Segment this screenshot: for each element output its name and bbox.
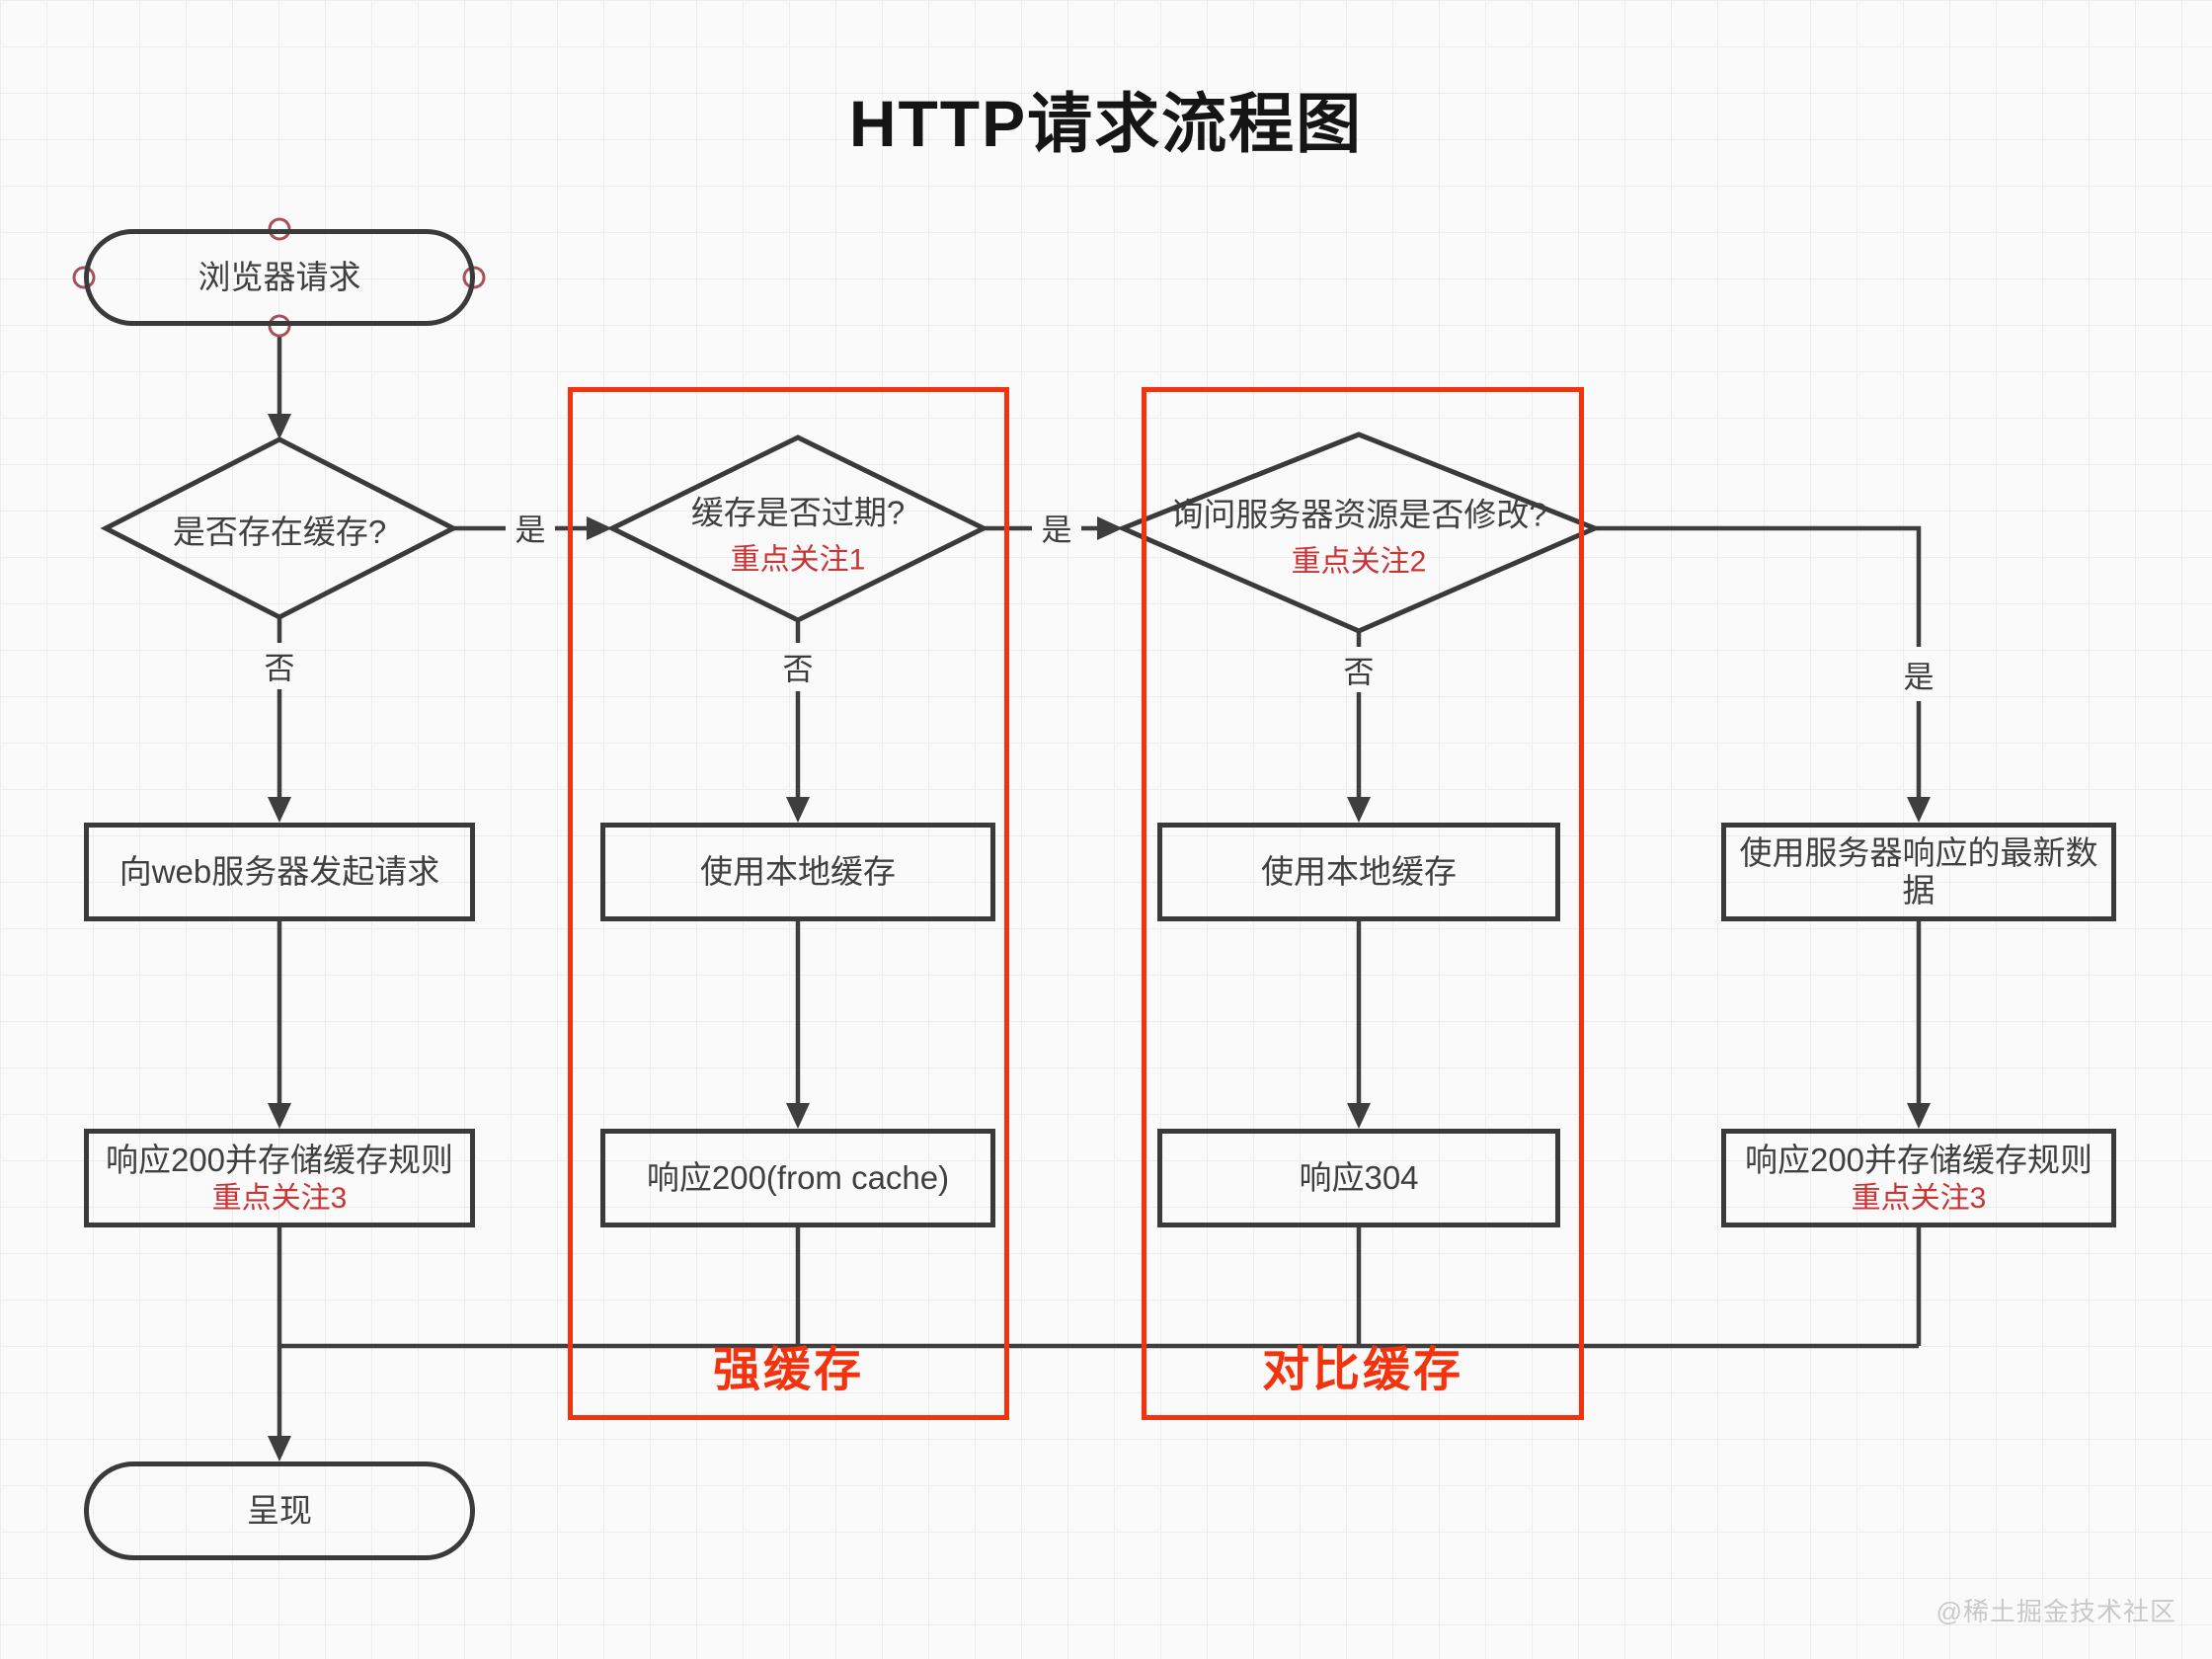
node-start-label: 浏览器请求 bbox=[198, 259, 361, 296]
region-strong-cache[interactable]: 强缓存 bbox=[568, 387, 1009, 1420]
edge-collector-to-end bbox=[276, 1227, 1922, 1436]
node-resp200-store-1[interactable]: 响应200并存储缓存规则 重点关注3 bbox=[84, 1129, 475, 1227]
node-latest-data[interactable]: 使用服务器响应的最新数据 bbox=[1721, 823, 2116, 921]
decision2-shape[interactable] bbox=[606, 434, 989, 623]
arrowhead bbox=[1347, 797, 1371, 823]
edge-decision3-yes bbox=[1595, 525, 1922, 797]
arrowhead bbox=[268, 1103, 291, 1129]
node-local-cache-2-label: 使用本地缓存 bbox=[1261, 853, 1457, 891]
arrowhead bbox=[268, 414, 291, 439]
arrowhead bbox=[786, 1103, 810, 1129]
node-local-cache-2[interactable]: 使用本地缓存 bbox=[1157, 823, 1560, 921]
arrowhead bbox=[268, 1436, 291, 1462]
node-resp304[interactable]: 响应304 bbox=[1157, 1129, 1560, 1227]
decision1-shape[interactable] bbox=[100, 436, 459, 620]
node-request[interactable]: 向web服务器发起请求 bbox=[84, 823, 475, 921]
watermark: @稀土掘金技术社区 bbox=[1936, 1597, 2176, 1626]
node-request-label: 向web服务器发起请求 bbox=[118, 853, 440, 891]
region-compare-cache-label: 对比缓存 bbox=[1261, 1344, 1463, 1396]
node-resp200-store-2-note: 重点关注3 bbox=[1851, 1182, 1987, 1216]
node-resp304-label: 响应304 bbox=[1299, 1159, 1419, 1197]
region-strong-cache-label: 强缓存 bbox=[712, 1344, 864, 1396]
node-local-cache-1-label: 使用本地缓存 bbox=[700, 853, 896, 891]
diagram-title: HTTP请求流程图 bbox=[848, 87, 1364, 160]
arrowhead bbox=[587, 516, 612, 540]
node-resp200-store-2-label: 响应200并存储缓存规则 bbox=[1744, 1141, 2094, 1178]
arrowhead bbox=[786, 797, 810, 823]
decision3-shape[interactable] bbox=[1116, 432, 1602, 634]
arrowhead bbox=[1907, 1103, 1931, 1129]
node-resp200-store-1-label: 响应200并存储缓存规则 bbox=[105, 1141, 454, 1178]
node-resp200-store-2[interactable]: 响应200并存储缓存规则 重点关注3 bbox=[1721, 1129, 2116, 1227]
node-end[interactable]: 呈现 bbox=[84, 1462, 475, 1560]
arrowhead bbox=[1097, 516, 1123, 540]
node-resp200-cache-label: 响应200(from cache) bbox=[646, 1159, 950, 1197]
node-end-label: 呈现 bbox=[247, 1492, 312, 1530]
node-resp200-cache[interactable]: 响应200(from cache) bbox=[600, 1129, 995, 1227]
arrowhead bbox=[268, 797, 291, 823]
arrowhead bbox=[1347, 1103, 1371, 1129]
node-local-cache-1[interactable]: 使用本地缓存 bbox=[600, 823, 995, 921]
node-start[interactable]: 浏览器请求 bbox=[84, 229, 475, 326]
node-resp200-store-1-note: 重点关注3 bbox=[211, 1182, 348, 1216]
arrowhead bbox=[1907, 797, 1931, 823]
node-latest-data-label: 使用服务器响应的最新数据 bbox=[1739, 834, 2098, 908]
region-compare-cache[interactable]: 对比缓存 bbox=[1142, 387, 1584, 1420]
